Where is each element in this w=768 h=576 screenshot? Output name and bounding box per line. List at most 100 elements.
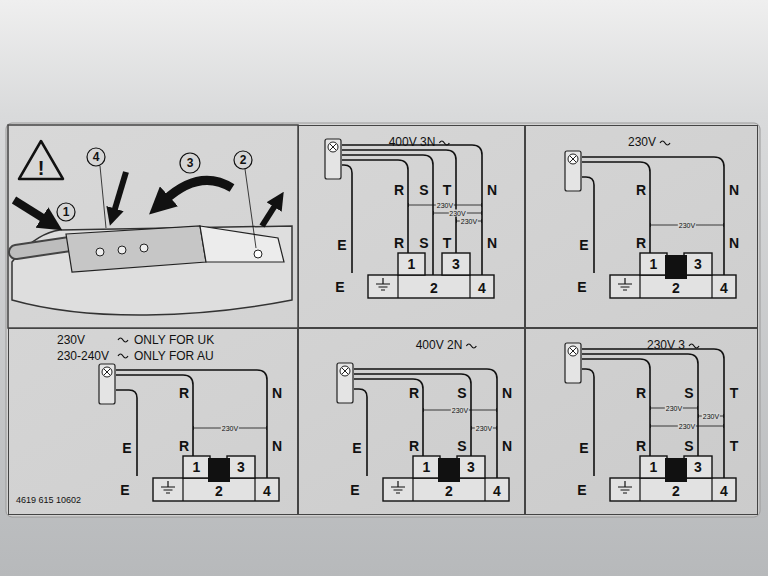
- mains-cable: [16, 244, 70, 252]
- terminal-number: 3: [237, 460, 245, 474]
- terminal-box: [457, 456, 485, 478]
- clamp-screw: [570, 348, 576, 354]
- part-number: 4619 615 10602: [16, 496, 81, 505]
- voltage-label: 230V: [448, 210, 466, 217]
- callout-circle: [57, 203, 75, 221]
- mains-cable: [16, 244, 70, 252]
- earth-symbol: [618, 278, 632, 290]
- wire-letter: N: [729, 236, 739, 250]
- cable-clamp: [565, 343, 581, 383]
- wire-letter: R: [409, 439, 419, 453]
- wire-letter: S: [419, 183, 428, 197]
- clamp-screw: [328, 142, 338, 152]
- terminal-number: 3: [694, 257, 702, 271]
- wire-letter: R: [636, 439, 646, 453]
- hob-body: [12, 226, 292, 315]
- wire: [342, 155, 433, 275]
- wire-letter: N: [502, 439, 512, 453]
- cable-clamp: [325, 139, 341, 179]
- panel-frame: [8, 125, 298, 328]
- wire-letter: N: [502, 386, 512, 400]
- terminal-number: 1: [650, 257, 658, 271]
- clamp-screw: [340, 366, 350, 376]
- terminal-number: 2: [215, 484, 223, 498]
- terminal-box: [227, 456, 255, 478]
- wire-letter: E: [577, 280, 586, 294]
- wire-letter: E: [122, 441, 131, 455]
- terminal-box: [442, 253, 470, 275]
- terminal-number: 1: [408, 257, 416, 271]
- wiring-panel: 230VONLY FOR UK230-240VONLY FOR AU: [8, 328, 298, 515]
- terminal-bridge: [665, 458, 687, 482]
- voltage-label: 230V: [702, 413, 720, 420]
- warning-triangle: [19, 141, 63, 179]
- wire-letter: S: [684, 386, 693, 400]
- terminal-box: [66, 226, 206, 272]
- clamp-screw: [568, 346, 578, 356]
- wire-letter: N: [487, 183, 497, 197]
- earth-wire: [582, 369, 594, 476]
- wire-letter: N: [272, 386, 282, 400]
- ac-symbol: [466, 344, 476, 348]
- wire: [582, 359, 650, 456]
- wire-letter: N: [272, 439, 282, 453]
- supply-title: 230V: [57, 334, 85, 346]
- wire-letter: E: [579, 441, 588, 455]
- terminal-box: [413, 456, 440, 478]
- action-arrow: [165, 180, 232, 200]
- terminal-number: 3: [467, 460, 475, 474]
- supply-title: ONLY FOR UK: [134, 334, 214, 346]
- wire: [582, 354, 698, 456]
- terminal-box: [640, 253, 667, 275]
- terminal-lid: [200, 226, 284, 262]
- action-arrow: [114, 172, 126, 212]
- wire-letter: T: [730, 439, 739, 453]
- wire-letter: E: [577, 483, 586, 497]
- earth-symbol: [391, 481, 405, 493]
- wire-letter: E: [120, 483, 129, 497]
- wire: [582, 162, 650, 253]
- earth-wire: [116, 390, 137, 476]
- terminal-number: 2: [430, 281, 438, 295]
- wire-letter: R: [394, 236, 404, 250]
- voltage-label: 230V: [678, 222, 696, 229]
- supply-title: 230V: [628, 136, 656, 148]
- warning-mark: !: [38, 158, 45, 178]
- wire-letter: R: [636, 386, 646, 400]
- callout-number: 2: [240, 154, 247, 166]
- wire-letter: R: [409, 386, 419, 400]
- voltage-label: 230V: [451, 407, 469, 414]
- ac-symbol: [118, 338, 128, 342]
- wire-letter: N: [729, 183, 739, 197]
- wire-letter: N: [487, 236, 497, 250]
- terminal-number: 1: [650, 460, 658, 474]
- wire-letter: R: [179, 386, 189, 400]
- terminal-number: 3: [452, 257, 460, 271]
- earth-symbol: [376, 278, 390, 290]
- wiring-diagram: [565, 151, 736, 298]
- terminal-box: [183, 456, 210, 478]
- supply-title: ONLY FOR AU: [134, 350, 214, 362]
- ac-symbol: [689, 344, 699, 348]
- wire: [342, 145, 482, 275]
- cable-clamp: [99, 364, 115, 404]
- voltage-label: 230V: [460, 218, 478, 225]
- supply-title: 400V 3N: [389, 136, 436, 148]
- wire-letter: E: [352, 441, 361, 455]
- voltage-label: 230V: [665, 405, 683, 412]
- action-arrow: [14, 200, 46, 220]
- wiring-panel: 400V 3N: [298, 125, 525, 328]
- terminal-screw: [118, 246, 126, 254]
- terminal-bridge: [208, 458, 230, 482]
- terminal-box: [398, 253, 425, 275]
- wiring-drawings: [99, 139, 736, 501]
- wire: [582, 157, 724, 275]
- leader-line: [245, 169, 256, 248]
- callout-number: 1: [63, 206, 70, 218]
- action-arrow: [262, 204, 276, 226]
- voltage-label: 230V: [475, 425, 493, 432]
- voltage-label: 230V: [221, 425, 239, 432]
- wire-letter: E: [335, 280, 344, 294]
